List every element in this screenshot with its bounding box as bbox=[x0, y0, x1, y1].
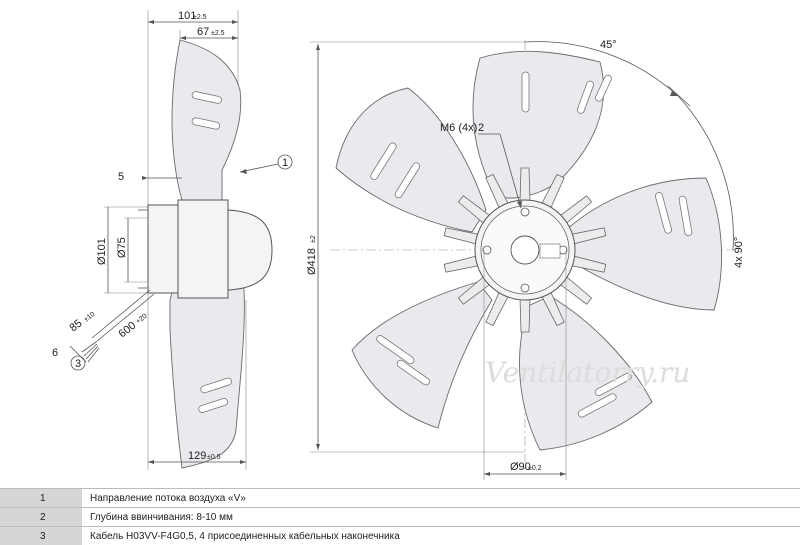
dim-total-width: 101 bbox=[178, 10, 196, 22]
rotor-hub-center bbox=[510, 235, 540, 265]
dim-cable-strip: 85 bbox=[67, 317, 84, 334]
hub-ribs bbox=[519, 167, 531, 203]
blade-slot bbox=[521, 71, 530, 113]
cable-outline bbox=[95, 293, 155, 343]
dim-six: 6 bbox=[52, 347, 58, 359]
callout-1: 1 bbox=[282, 157, 288, 169]
technical-drawing: 101 ±2.5 67 ±2.5 5 Ø101 Ø75 85 bbox=[52, 10, 745, 480]
blade-slot bbox=[576, 80, 594, 114]
legend-row: 2 Глубина ввинчивания: 8-10 мм bbox=[0, 507, 800, 527]
dim-blade-width-tol: ±2.5 bbox=[211, 30, 225, 37]
dim-five: 5 bbox=[118, 171, 124, 183]
legend-text: Направление потока воздуха «V» bbox=[82, 488, 800, 508]
cable bbox=[91, 289, 151, 339]
dim-d418: Ø418 bbox=[306, 248, 318, 275]
blade-slot bbox=[594, 372, 632, 397]
hub-rib bbox=[443, 255, 480, 273]
blade-slot bbox=[370, 142, 397, 181]
mount-holes-label: M6 (4x) bbox=[440, 122, 477, 134]
side-view: 101 ±2.5 67 ±2.5 5 Ø101 Ø75 85 bbox=[52, 10, 293, 470]
legend-number: 1 bbox=[0, 488, 82, 508]
callout-3-circle bbox=[70, 355, 86, 371]
fan-blade-bottom-left bbox=[351, 281, 493, 429]
nameplate bbox=[539, 243, 561, 259]
legend-number: 3 bbox=[0, 526, 82, 545]
legend-row: 1 Направление потока воздуха «V» bbox=[0, 488, 800, 508]
dim-d75: Ø75 bbox=[116, 237, 128, 258]
mount-hole bbox=[482, 245, 492, 255]
legend-row: 3 Кабель H03VV-F4G0,5, 4 присоединенных … bbox=[0, 526, 800, 545]
blade-slot bbox=[678, 195, 693, 237]
angle-4x90: 4x 90° bbox=[733, 237, 745, 268]
mount-hole bbox=[520, 207, 530, 217]
legend-text: Кабель H03VV-F4G0,5, 4 присоединенных ка… bbox=[82, 526, 800, 545]
legend-table: 1 Направление потока воздуха «V» 2 Глуби… bbox=[0, 488, 800, 545]
callout-1-circle bbox=[277, 154, 293, 170]
blade-slot bbox=[394, 162, 421, 199]
fan-blade-right bbox=[565, 177, 723, 311]
angle-45: 45° bbox=[600, 39, 617, 51]
blade-slot bbox=[595, 74, 612, 102]
dim-d90: Ø90 bbox=[510, 461, 531, 473]
dim-bottom: 129 bbox=[188, 450, 206, 462]
dim-bottom-tol: ±0.5 bbox=[207, 454, 221, 461]
side-slot bbox=[200, 377, 232, 394]
blade-slot bbox=[376, 335, 415, 365]
mount-hole bbox=[520, 283, 530, 293]
dim-d90-tol: ±0.2 bbox=[528, 465, 542, 472]
side-slot bbox=[198, 398, 228, 413]
side-slot bbox=[191, 91, 223, 104]
dim-cable-len-tol: +20 bbox=[135, 313, 149, 326]
fan-blade-bottom-right bbox=[519, 295, 653, 451]
motor-body bbox=[177, 199, 229, 299]
legend-number: 2 bbox=[0, 507, 82, 527]
blade-slot bbox=[655, 192, 672, 234]
fan-blade-left bbox=[335, 87, 487, 233]
blade-slot bbox=[577, 393, 617, 418]
dim-d101: Ø101 bbox=[96, 238, 108, 265]
dim-total-width-tol: ±2.5 bbox=[193, 14, 207, 21]
dim-cable-strip-tol: ±10 bbox=[83, 311, 97, 324]
watermark: Ventilatorry.ru bbox=[485, 356, 690, 389]
callout-3: 3 bbox=[75, 358, 81, 370]
motor-flange bbox=[147, 204, 179, 294]
callout-2: 2 bbox=[478, 122, 484, 134]
dim-d418-tol: ±2 bbox=[310, 235, 317, 243]
front-view: Ø418 ±2 45° 4x 90° bbox=[306, 39, 745, 480]
dim-blade-width: 67 bbox=[197, 26, 209, 38]
legend-text: Глубина ввинчивания: 8-10 мм bbox=[82, 507, 800, 527]
cable-wires bbox=[81, 341, 100, 363]
hub-rib bbox=[519, 297, 531, 333]
motor-rotor-cap bbox=[227, 209, 273, 291]
blade-slot bbox=[396, 359, 430, 386]
side-slot bbox=[191, 117, 221, 130]
